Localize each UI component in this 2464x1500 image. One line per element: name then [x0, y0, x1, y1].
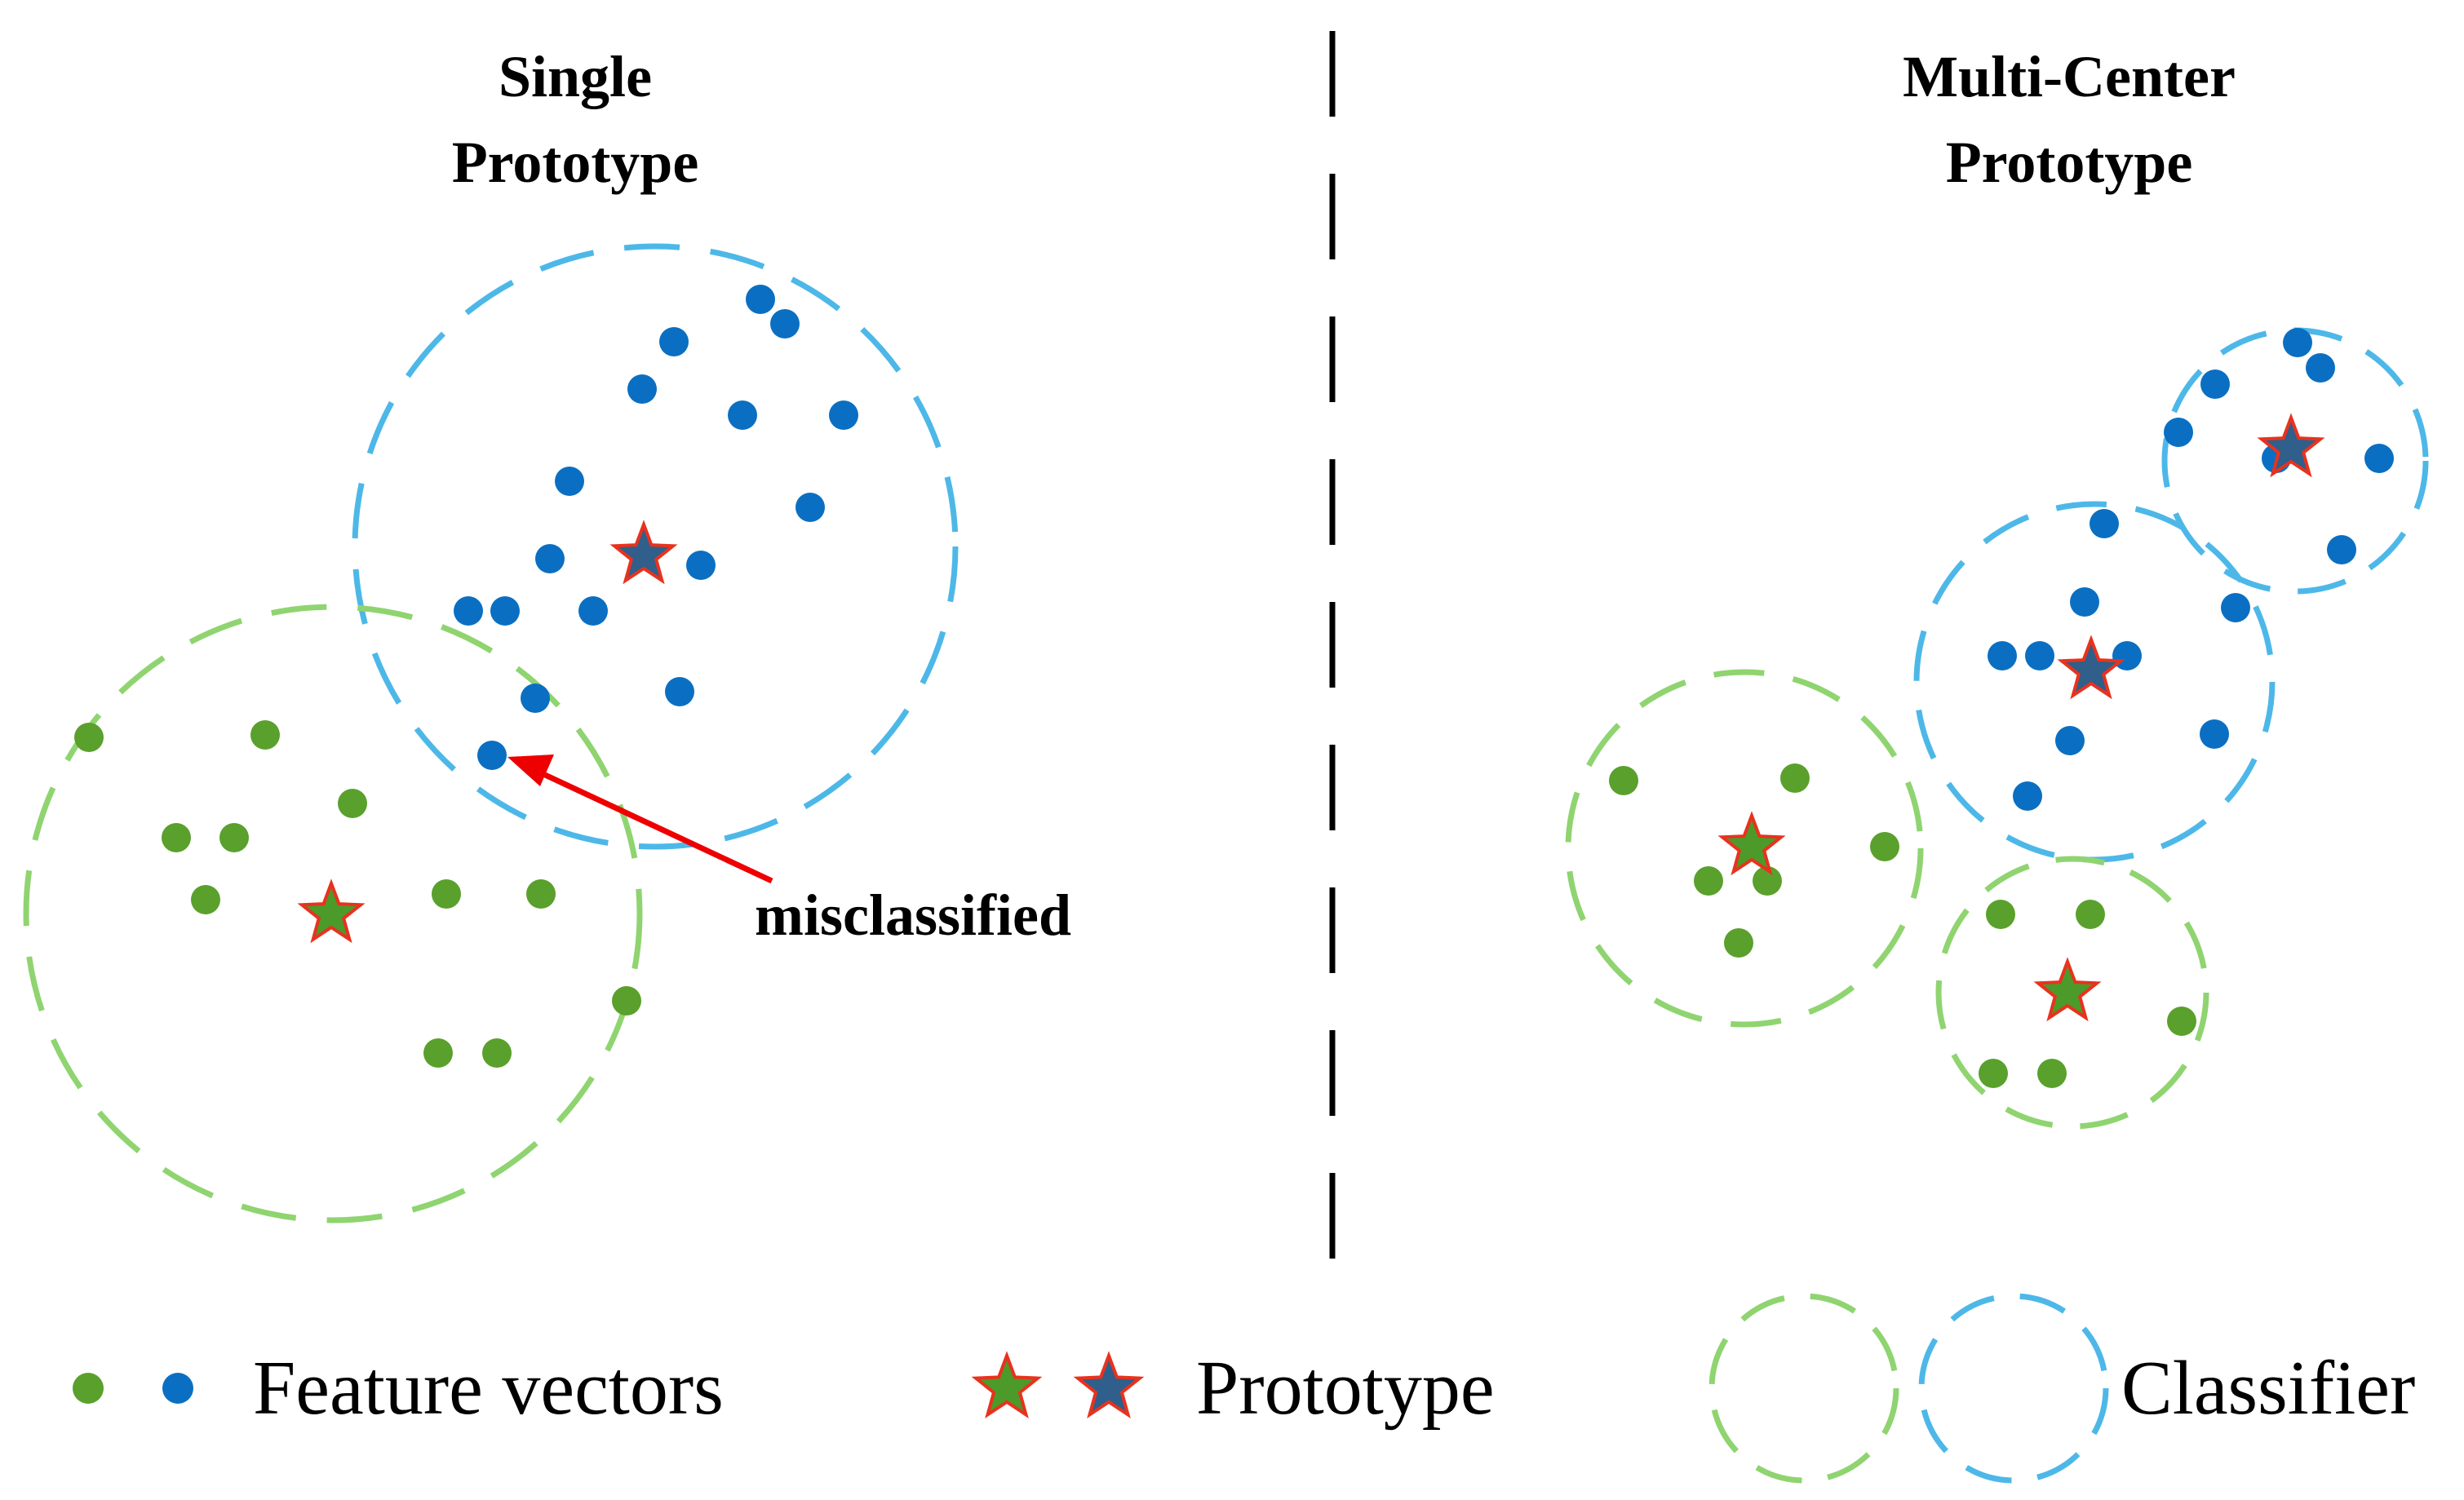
blue-feature-vector [659, 327, 689, 356]
green-feature-vector [2167, 1007, 2196, 1036]
blue-feature-vector [2283, 328, 2312, 357]
blue-feature-vector [535, 544, 565, 573]
green-prototype-star-icon-left [1717, 811, 1786, 876]
blue-feature-vector [627, 374, 657, 404]
green-feature-vector [1724, 928, 1753, 958]
green-feature-vector [2076, 900, 2105, 929]
green-feature-vector [1870, 832, 1899, 861]
green-feature-vector [1979, 1059, 2008, 1088]
misclassified-blue-feature-vector [477, 741, 507, 770]
green-feature-vector [338, 789, 367, 818]
blue-feature-vector [770, 309, 800, 338]
green-feature-vector [612, 986, 641, 1015]
green-feature-vector [423, 1038, 453, 1068]
green-feature-vector [74, 723, 104, 752]
blue-feature-vector [454, 596, 483, 626]
misclassified-label: misclassified [755, 883, 1071, 948]
single-prototype-panel: misclassified [23, 243, 1071, 1223]
green-feature-vectors-multi [1609, 763, 2196, 1088]
blue-feature-vector [555, 467, 584, 496]
legend-green-dot-icon [73, 1373, 104, 1404]
blue-feature-vector [795, 493, 825, 522]
green-feature-vector [526, 879, 556, 909]
multi-center-prototype-panel [1565, 327, 2429, 1130]
single-prototype-title-line1: Single [499, 44, 652, 109]
blue-feature-vector [2164, 418, 2193, 447]
blue-feature-vector [2200, 719, 2229, 749]
blue-feature-vector [2013, 781, 2042, 811]
blue-prototype-star-icon-top [2257, 413, 2325, 478]
blue-feature-vector [2055, 726, 2085, 755]
blue-feature-vector [521, 684, 550, 713]
green-feature-vector [2037, 1059, 2067, 1088]
blue-feature-vector [490, 596, 520, 626]
blue-feature-vector [2070, 587, 2099, 617]
green-feature-vector [1753, 866, 1782, 896]
blue-feature-vector [665, 677, 694, 706]
legend: Feature vectors Prototype Classifier [73, 1293, 2415, 1484]
blue-feature-vector [2221, 593, 2250, 622]
multi-center-prototype-title-line1: Multi-Center [1903, 44, 2236, 109]
green-feature-vector [162, 823, 191, 852]
green-feature-vector [191, 885, 220, 914]
blue-prototype-star-icon [609, 520, 678, 585]
legend-green-star-icon [971, 1351, 1043, 1419]
blue-feature-vector [578, 596, 608, 626]
legend-prototype-label: Prototype [1196, 1346, 1495, 1431]
blue-feature-vector [686, 551, 716, 580]
green-feature-vectors [74, 720, 641, 1068]
green-feature-vector [1986, 900, 2015, 929]
blue-feature-vector [746, 285, 775, 314]
blue-feature-vector [2364, 444, 2394, 473]
green-feature-vector [482, 1038, 512, 1068]
blue-feature-vector [728, 400, 757, 430]
green-prototype-star-icon-right [2033, 957, 2102, 1022]
blue-feature-vectors [454, 285, 858, 770]
legend-classifier-label: Classifier [2121, 1346, 2415, 1431]
single-prototype-title-line2: Prototype [452, 130, 699, 195]
legend-blue-dashed-circle-icon [1918, 1293, 2109, 1484]
green-classifier-circle-right [1935, 856, 2209, 1130]
green-classifier-circle [23, 604, 643, 1223]
legend-green-dashed-circle-icon [1708, 1293, 1899, 1484]
blue-feature-vector [2112, 641, 2142, 670]
blue-feature-vector [1988, 641, 2017, 670]
legend-blue-dot-icon [162, 1373, 193, 1404]
green-feature-vector [1609, 766, 1638, 795]
green-prototype-star-icon [297, 878, 366, 944]
green-feature-vector [432, 879, 461, 909]
blue-feature-vector [2306, 353, 2335, 383]
blue-feature-vector [2327, 535, 2356, 564]
misclassified-arrowhead-icon [507, 754, 554, 786]
legend-feature-vectors-label: Feature vectors [253, 1346, 724, 1431]
green-feature-vector [219, 823, 249, 852]
legend-blue-star-icon [1073, 1351, 1145, 1419]
green-feature-vector [1694, 866, 1723, 896]
green-feature-vector [1780, 763, 1810, 793]
blue-feature-vector [2090, 509, 2119, 538]
blue-prototype-star-icon-middle [2057, 635, 2125, 700]
blue-feature-vectors-multi [1988, 328, 2394, 811]
blue-classifier-circle [352, 243, 959, 850]
blue-feature-vector [829, 400, 858, 430]
blue-feature-vector [2200, 369, 2230, 399]
multi-center-prototype-title-line2: Prototype [1946, 130, 2193, 195]
blue-feature-vector [2025, 641, 2054, 670]
green-feature-vector [250, 720, 280, 750]
misclassified-arrow-icon [543, 772, 773, 884]
green-classifier-circle-left [1565, 669, 1924, 1028]
